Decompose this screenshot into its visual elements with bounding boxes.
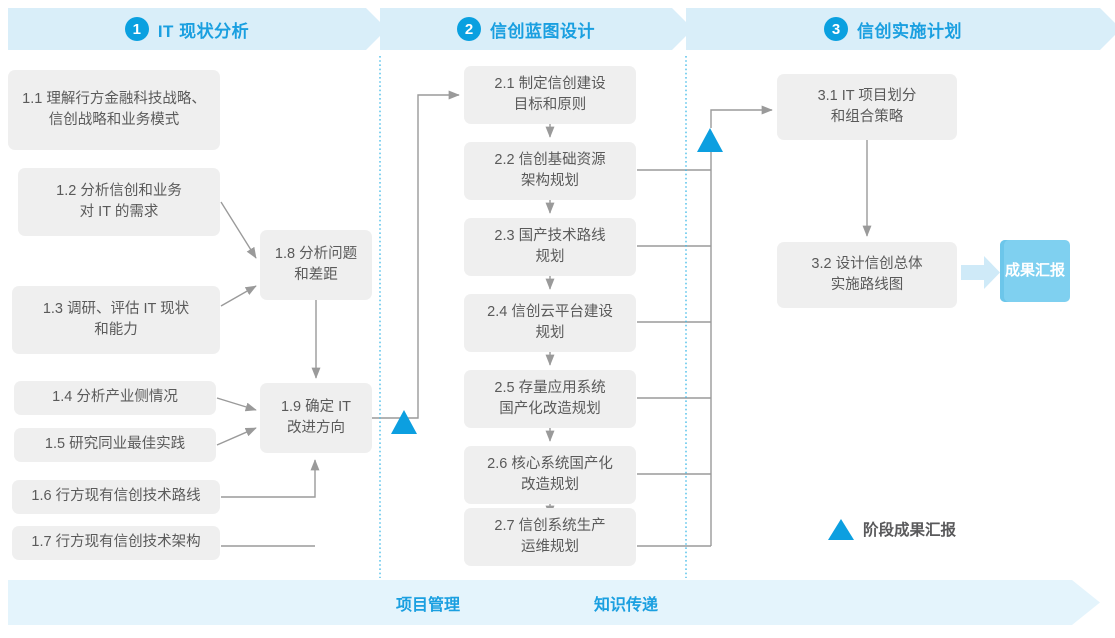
node-label: 1.7 行方现有信创技术架构 <box>31 534 201 551</box>
node-label: 3.2 设计信创总体实施路线图 <box>811 255 923 293</box>
node-2-3[interactable]: 2.3 国产技术路线规划 <box>464 218 636 276</box>
phase-3-chevron-icon <box>1100 8 1115 50</box>
phase-3-title: 信创实施计划 <box>857 21 962 41</box>
phase-2-title: 信创蓝图设计 <box>490 21 595 41</box>
phase-3[interactable]: 3 信创实施计划 <box>686 8 1115 50</box>
node-1-5[interactable]: 1.5 研究同业最佳实践 <box>14 428 216 462</box>
result-report-box[interactable]: 成果汇报 <box>1000 240 1070 302</box>
phase-header-bar: 1 IT 现状分析 2 信创蓝图设计 3 信创实施计划 <box>0 0 1115 58</box>
node-2-7[interactable]: 2.7 信创系统生产运维规划 <box>464 508 636 566</box>
phase-2-number: 2 <box>457 17 481 41</box>
edge-1-5-to-1-9 <box>216 427 257 446</box>
node-label: 1.5 研究同业最佳实践 <box>44 436 186 453</box>
node-label: 2.7 信创系统生产运维规划 <box>494 517 606 555</box>
node-label: 2.3 国产技术路线规划 <box>494 227 606 265</box>
node-label: 2.1 制定信创建设目标和原则 <box>494 75 606 113</box>
phase-3-number: 3 <box>824 17 848 41</box>
node-label: 1.6 行方现有信创技术路线 <box>31 488 201 505</box>
node-1-6[interactable]: 1.6 行方现有信创技术路线 <box>12 480 220 514</box>
legend-label: 阶段成果汇报 <box>863 522 957 539</box>
node-2-4[interactable]: 2.4 信创云平台建设规划 <box>464 294 636 352</box>
milestone-phase1-icon <box>391 410 417 434</box>
node-1-4[interactable]: 1.4 分析产业侧情况 <box>14 381 216 415</box>
edge-to-3-1 <box>710 105 773 128</box>
result-arrow-icon <box>961 256 1000 289</box>
node-1-2[interactable]: 1.2 分析信创和业务对 IT 的需求 <box>18 168 220 236</box>
node-label: 1.1 理解行方金融科技战略、信创战略和业务模式 <box>22 90 206 128</box>
node-1-8[interactable]: 1.8 分析问题和差距 <box>260 230 372 300</box>
result-report-label: 成果汇报 <box>1004 262 1066 280</box>
phase-2[interactable]: 2 信创蓝图设计 <box>380 8 693 50</box>
milestone-phase2-icon <box>697 128 723 152</box>
bottom-label-project-management: 项目管理 <box>396 597 461 614</box>
legend-milestone: 阶段成果汇报 <box>828 518 956 540</box>
node-3-1[interactable]: 3.1 IT 项目划分和组合策略 <box>777 74 957 140</box>
edge-1-4-to-1-9 <box>216 397 257 412</box>
edge-1-6-to-1-9 <box>221 459 320 498</box>
node-label: 1.2 分析信创和业务对 IT 的需求 <box>56 182 182 220</box>
node-label: 2.2 信创基础资源架构规划 <box>494 151 606 189</box>
node-1-3[interactable]: 1.3 调研、评估 IT 现状和能力 <box>12 286 220 354</box>
node-2-2[interactable]: 2.2 信创基础资源架构规划 <box>464 142 636 200</box>
node-label: 1.8 分析问题和差距 <box>274 245 358 283</box>
bottom-track-bar <box>8 580 1100 625</box>
node-1-1[interactable]: 1.1 理解行方金融科技战略、信创战略和业务模式 <box>8 70 220 150</box>
node-3-2[interactable]: 3.2 设计信创总体实施路线图 <box>777 242 957 308</box>
node-label: 2.6 核心系统国产化改造规划 <box>487 455 613 493</box>
node-2-5[interactable]: 2.5 存量应用系统国产化改造规划 <box>464 370 636 428</box>
node-label: 3.1 IT 项目划分和组合策略 <box>817 87 917 125</box>
bottom-label-knowledge-transfer: 知识传递 <box>594 597 659 614</box>
node-2-1[interactable]: 2.1 制定信创建设目标和原则 <box>464 66 636 124</box>
phase-1[interactable]: 1 IT 现状分析 <box>8 8 387 50</box>
edge-1-2-to-1-8 <box>220 201 257 259</box>
node-label: 2.4 信创云平台建设规划 <box>487 303 613 341</box>
edge-1-3-to-1-8 <box>220 285 257 307</box>
phase-1-title: IT 现状分析 <box>157 21 250 41</box>
node-label: 1.4 分析产业侧情况 <box>52 389 178 406</box>
edge-1-9-to-2-1 <box>372 90 460 419</box>
node-label: 1.3 调研、评估 IT 现状和能力 <box>42 300 190 338</box>
milestone-triangle-icon <box>828 518 854 540</box>
node-2-6[interactable]: 2.6 核心系统国产化改造规划 <box>464 446 636 504</box>
node-label: 2.5 存量应用系统国产化改造规划 <box>494 379 606 417</box>
node-1-7[interactable]: 1.7 行方现有信创技术架构 <box>12 526 220 560</box>
phase-1-number: 1 <box>124 17 149 41</box>
